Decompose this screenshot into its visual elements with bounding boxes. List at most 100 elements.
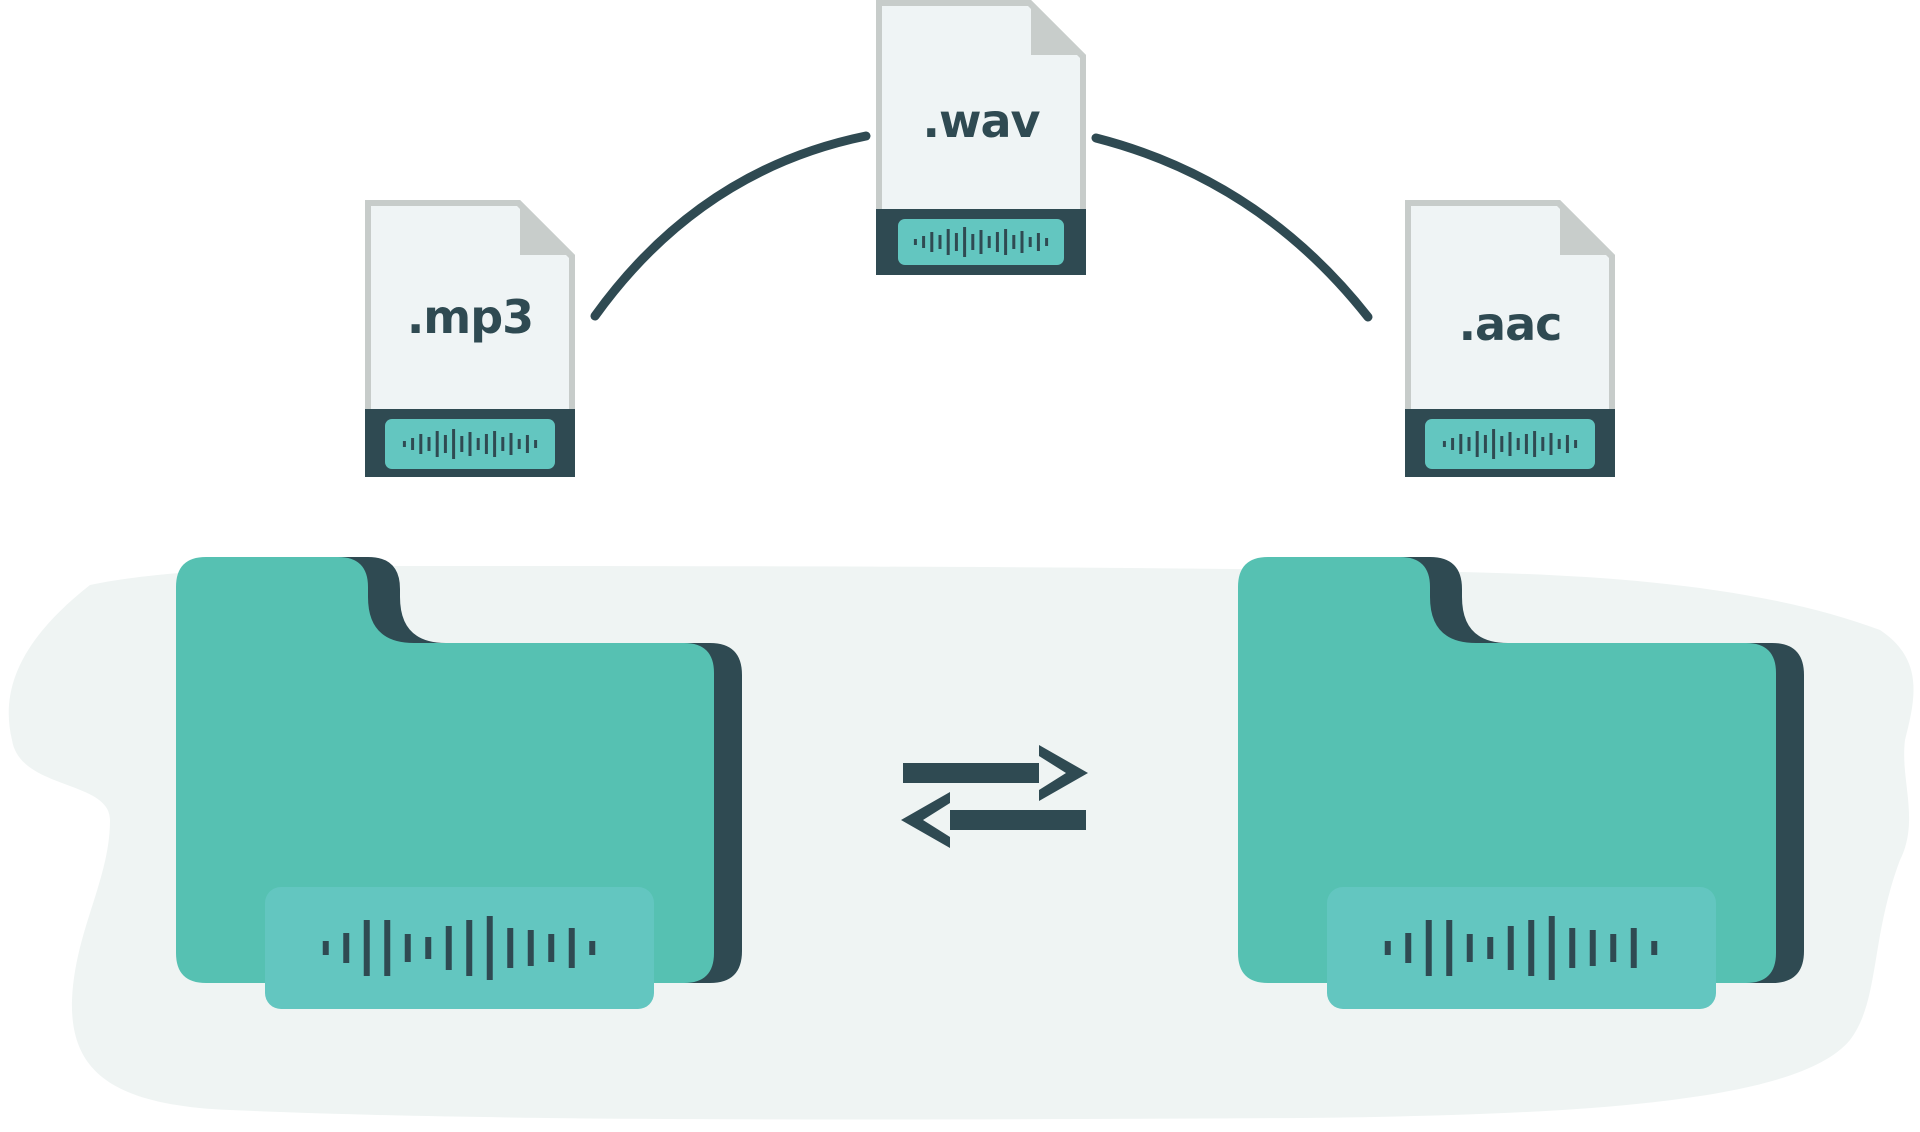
arc-connector-right [1091,133,1373,322]
swap-arrows-icon [901,745,1088,848]
waveform-bar [1524,434,1528,454]
file-extension-wav: .wav [923,94,1041,148]
waveform-bar [1574,440,1578,448]
waveform-bar [411,438,415,450]
waveform-bar [1508,432,1512,456]
audio-file-icon [365,200,575,477]
waveform-bar [343,933,350,963]
waveform-bar [1549,433,1553,455]
waveform-bar [1036,233,1040,251]
folder-icon [176,557,742,1009]
waveform-bar [1548,916,1555,980]
waveform-bar [548,934,555,962]
waveform-bar [995,232,999,252]
waveform-bar [445,926,452,970]
arc-connector-left [590,131,871,321]
waveform-bar [1475,431,1479,457]
waveform-icon [402,429,538,459]
waveform-bar [435,431,439,457]
waveform-bar [486,916,493,980]
waveform-bar [1541,437,1545,451]
waveform-bar [427,437,431,451]
waveform-bar [1569,928,1576,968]
waveform-bar [501,437,505,451]
waveform-bar [1487,937,1494,959]
waveform-bar [1442,441,1446,447]
waveform-bar [1446,920,1453,976]
waveform-bar [527,930,534,966]
waveform-bar [476,438,480,450]
folder-source [176,557,742,1009]
waveform-bar [913,239,917,245]
waveform-bar [1630,928,1637,968]
file-aac: .aac [1405,200,1615,477]
waveform-icon [1442,429,1578,459]
waveform-bar [404,934,411,962]
waveform-bar [1651,941,1658,955]
waveform-bar [1507,926,1514,970]
waveform-bar [987,236,991,248]
arrow-left-head [901,792,950,848]
waveform-bar [493,431,497,457]
waveform-bar [1589,930,1596,966]
waveform-bar [425,937,432,959]
waveform-bar [452,429,456,459]
waveform-bar [507,928,514,968]
waveform-bar [938,235,942,249]
waveform-bar [1565,435,1569,453]
waveform-bar [1020,231,1024,253]
arrow-right-shaft [903,763,1039,783]
waveform-bar [1045,238,1049,246]
waveform-bar [1012,235,1016,249]
waveform-bar [363,920,370,976]
waveform-bar [568,928,575,968]
waveform-bar [484,434,488,454]
waveform-bar [517,439,521,449]
waveform-bar [468,432,472,456]
waveform-bar [1500,436,1504,452]
file-extension-mp3: .mp3 [407,290,533,344]
waveform-bar [1610,934,1617,962]
waveform-bar [1384,941,1391,955]
audio-file-icon [1405,200,1615,477]
arrow-right-head [1039,745,1088,801]
audio-file-icon [876,0,1086,275]
arrow-left-shaft [950,810,1086,830]
waveform-bar [509,433,513,455]
waveform-icon [1384,916,1658,980]
waveform-bar [971,234,975,250]
waveform-bar [1516,438,1520,450]
waveform-bar [466,920,473,976]
waveform-bar [1405,933,1412,963]
waveform-bar [1004,229,1008,255]
waveform-bar [1528,920,1535,976]
waveform-bar [979,230,983,254]
waveform-bar [1467,437,1471,451]
waveform-bar [460,436,464,452]
waveform-bar [589,941,596,955]
waveform-bar [525,435,529,453]
waveform-bar [1425,920,1432,976]
waveform-bar [963,227,967,257]
file-mp3: .mp3 [365,200,575,477]
waveform-bar [954,233,958,251]
waveform-bar [1466,934,1473,962]
waveform-icon [913,227,1049,257]
waveform-bar [1028,237,1032,247]
waveform-bar [534,440,538,448]
arc-connector [590,131,1373,322]
waveform-bar [946,229,950,255]
waveform-bar [384,920,391,976]
waveform-bar [402,441,406,447]
waveform-bar [922,236,926,248]
waveform-bar [1492,429,1496,459]
waveform-bar [443,435,447,453]
waveform-bar [1533,431,1537,457]
waveform-bar [419,434,423,454]
waveform-bar [322,941,329,955]
file-wav: .wav [876,0,1086,275]
waveform-icon [322,916,596,980]
waveform-bar [930,232,934,252]
waveform-bar [1557,439,1561,449]
